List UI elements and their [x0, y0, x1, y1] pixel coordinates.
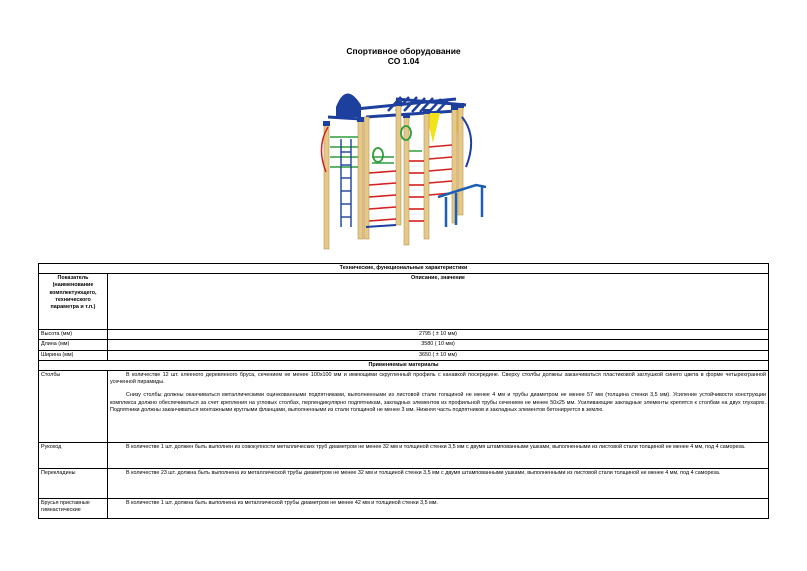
material-name: Рукоход [38, 442, 108, 470]
document-title: Спортивное оборудование СО 1.04 [0, 46, 807, 66]
table-row: Столбы В количестве 12 шт. клееного дере… [38, 370, 769, 444]
material-description: В количестве 12 шт. клееного деревянного… [107, 370, 769, 444]
material-paragraph: В количестве 1 шт. должен быть выполнен … [126, 444, 746, 451]
section-title: Технические, функциональные характеристи… [38, 262, 769, 275]
equipment-drawing [320, 93, 487, 250]
table-row: Ширина (мм) 3650 ( ± 10 мм) [38, 349, 769, 361]
material-name: Перекладины [38, 468, 108, 500]
material-name: Столбы [38, 370, 108, 444]
table-row: Перекладины В количестве 23 шт. должна б… [38, 468, 769, 500]
material-name: Брусья приставные гимнастические [38, 498, 108, 520]
column-header-row: Показатель (наименование комплектующего,… [38, 273, 769, 331]
dimension-value: 3580 ( 10 мм) [107, 339, 769, 351]
material-paragraph: В количестве 23 шт. должна быть выполнен… [126, 470, 721, 477]
title-line-1: Спортивное оборудование [346, 46, 461, 56]
table-row: Рукоход В количестве 1 шт. должен быть в… [38, 442, 769, 470]
section-header-row: Технические, функциональные характеристи… [38, 262, 769, 275]
table-row: Высота (мм) 2795 ( ± 10 мм) [38, 329, 769, 341]
material-paragraph: В количестве 12 шт. клееного деревянного… [110, 372, 766, 386]
material-description: В количестве 1 шт. должен быть выполнен … [107, 442, 769, 470]
column-header-description: Описание, значение [107, 273, 769, 331]
spec-table: Технические, функциональные характеристи… [38, 262, 769, 520]
table-row: Брусья приставные гимнастические В колич… [38, 498, 769, 520]
dimension-value: 2795 ( ± 10 мм) [107, 329, 769, 341]
material-paragraph: В количестве 1 шт. должна быть выполнена… [126, 500, 439, 507]
dimension-value: 3650 ( ± 10 мм) [107, 349, 769, 361]
column-header-indicator: Показатель (наименование комплектующего,… [38, 273, 108, 331]
materials-title: Применяемые материалы [38, 359, 769, 372]
playground-equipment-illustration [306, 77, 487, 257]
material-description: В количестве 1 шт. должна быть выполнена… [107, 498, 769, 520]
material-paragraph: Снизу столбы должны оканчиваться металли… [110, 392, 766, 413]
title-line-2: СО 1.04 [387, 56, 420, 66]
dimension-name: Высота (мм) [38, 329, 108, 341]
dimension-name: Длина (мм) [38, 339, 108, 351]
material-description: В количестве 23 шт. должна быть выполнен… [107, 468, 769, 500]
materials-header-row: Применяемые материалы [38, 359, 769, 372]
dimension-name: Ширина (мм) [38, 349, 108, 361]
table-row: Длина (мм) 3580 ( 10 мм) [38, 339, 769, 351]
